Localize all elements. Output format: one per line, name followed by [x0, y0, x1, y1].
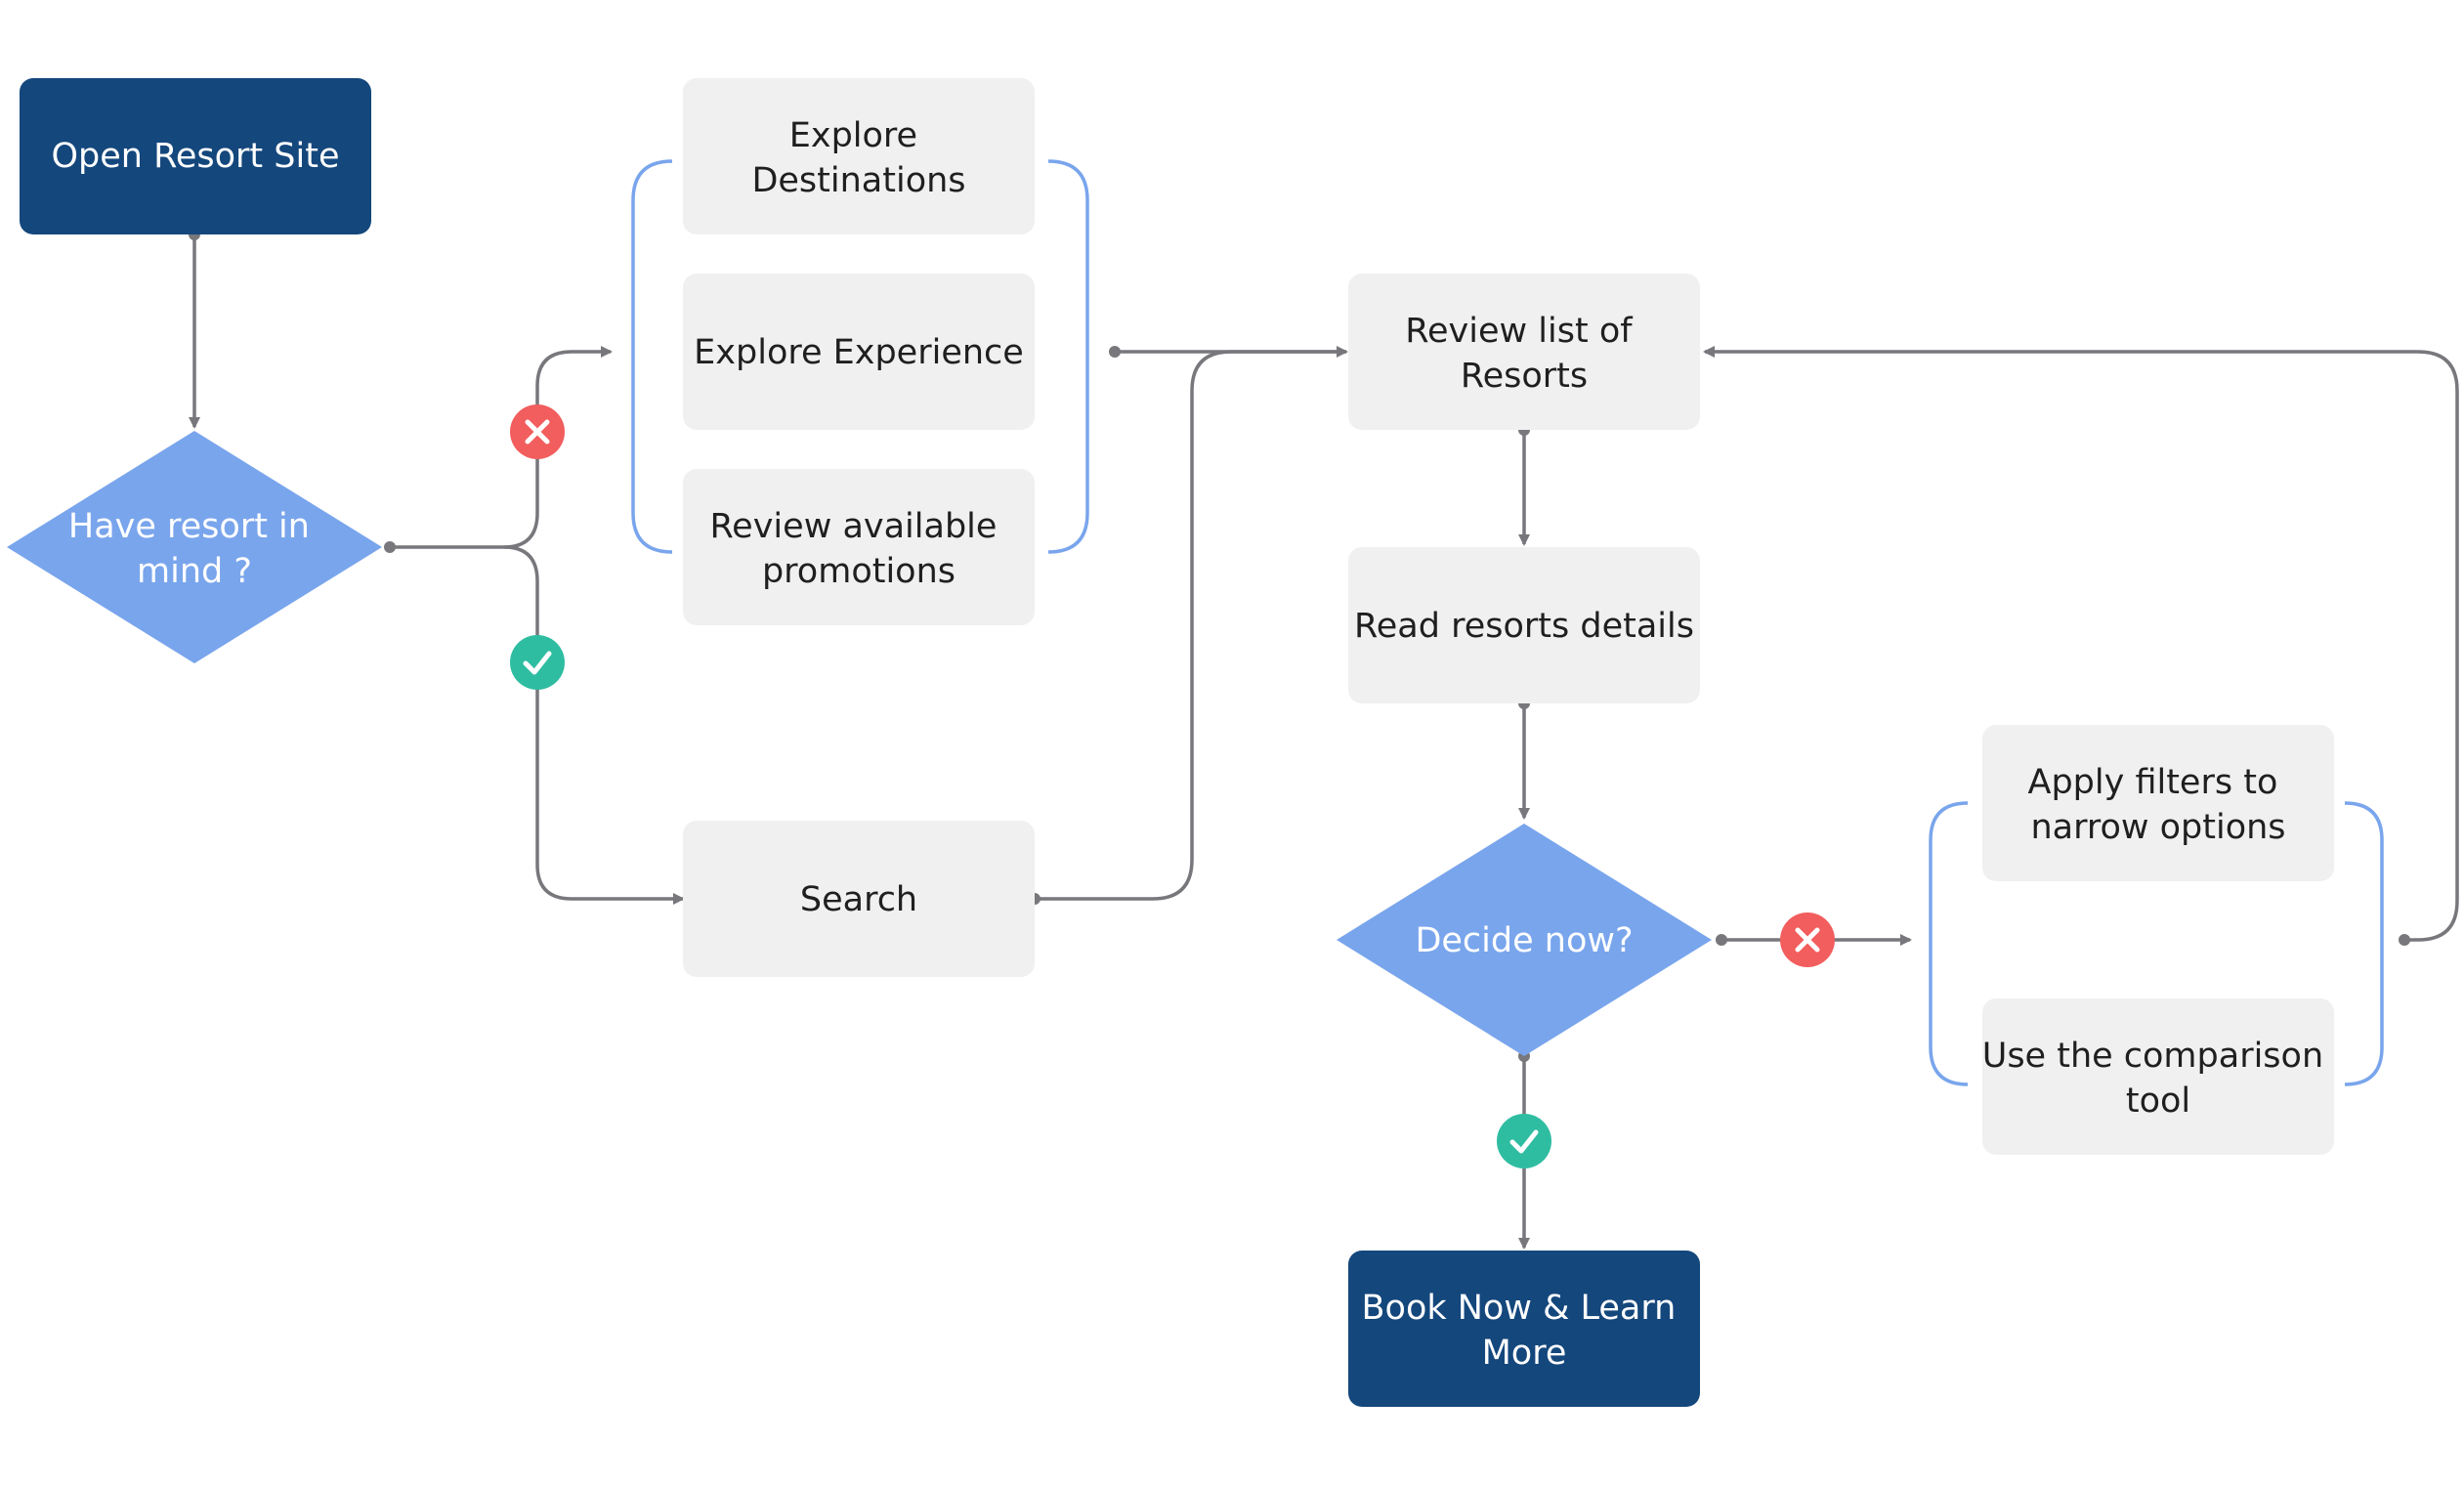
node-apply-filters-label: Apply filters to narrow options [2028, 763, 2289, 847]
bracket-options-left [1929, 801, 1969, 1086]
node-apply-filters[interactable]: Apply filters to narrow options [1982, 725, 2334, 881]
node-explore-experience[interactable]: Explore Experience [683, 274, 1035, 430]
check-icon [1497, 1114, 1551, 1168]
node-review-list[interactable]: Review list of Resorts [1348, 274, 1700, 430]
dot-decision-right [384, 541, 396, 553]
node-explore-experience-label: Explore Experience [694, 333, 1024, 372]
bracket-explore-left [631, 159, 673, 554]
dot-explore-out [1109, 346, 1121, 358]
node-review-promotions-label: Review available promotions [709, 507, 1007, 591]
bracket-explore-right [1047, 159, 1089, 554]
decision-have-resort[interactable]: Have resort in mind ? [7, 431, 382, 663]
brackets [631, 159, 2384, 1086]
node-review-list-label: Review list of Resorts [1405, 312, 1642, 396]
node-search-label: Search [800, 880, 917, 919]
edge-search-to-review [1035, 350, 1346, 901]
edge-yes-to-search [503, 545, 685, 905]
close-icon [1780, 912, 1835, 967]
close-icon [510, 404, 565, 459]
decision-decide-now[interactable]: Decide now? [1337, 824, 1712, 1056]
bracket-options-right [2344, 801, 2384, 1086]
node-explore-destinations[interactable]: Explore Destinations [683, 78, 1035, 234]
dot-options-out [2399, 934, 2410, 946]
node-search[interactable]: Search [683, 821, 1035, 977]
edge-no-to-explore [503, 346, 613, 549]
node-review-promotions[interactable]: Review available promotions [683, 469, 1035, 625]
node-read-details[interactable]: Read resorts details [1348, 547, 1700, 703]
node-comparison-tool-label: Use the comparison tool [1982, 1037, 2335, 1121]
node-read-details-label: Read resorts details [1354, 607, 1694, 646]
connectors [189, 234, 2459, 1250]
node-explore-destinations-label: Explore Destinations [751, 116, 965, 200]
decision-have-resort-label: Have resort in mind ? [68, 507, 320, 591]
decision-decide-now-label: Decide now? [1415, 921, 1633, 960]
node-open-resort-site-label: Open Resort Site [52, 137, 340, 176]
node-book-now[interactable]: Book Now & Learn More [1348, 1251, 1700, 1407]
node-comparison-tool[interactable]: Use the comparison tool [1982, 998, 2335, 1155]
dot-decide-right [1716, 934, 1727, 946]
node-open-resort-site[interactable]: Open Resort Site [20, 78, 371, 234]
node-book-now-label: Book Now & Learn More [1362, 1289, 1687, 1373]
edge-loop-back-to-review [1703, 346, 2459, 942]
check-icon [510, 635, 565, 690]
